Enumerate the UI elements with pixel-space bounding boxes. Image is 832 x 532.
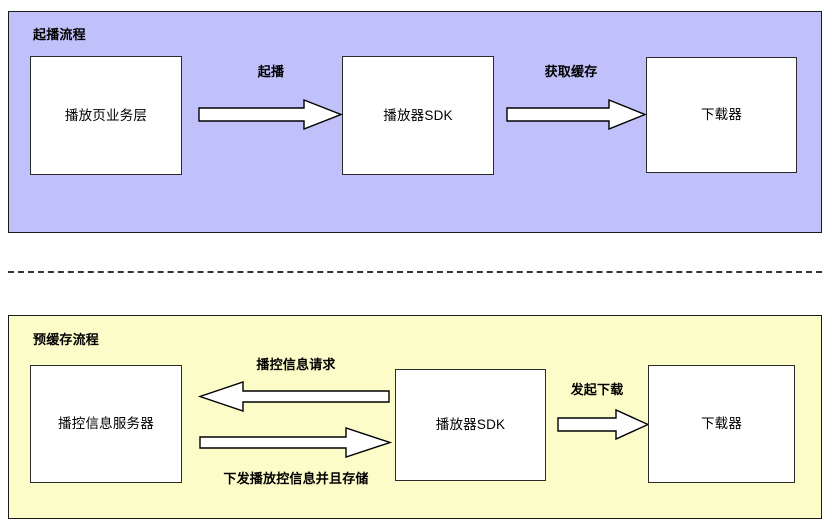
- section-divider: [8, 271, 822, 273]
- edge-label-start-playback: 起播: [257, 64, 285, 79]
- node-label-player-page-business-layer: 播放页业务层: [64, 107, 148, 123]
- node-player-page-business-layer[interactable]: 播放页业务层: [30, 56, 182, 175]
- edge-label-playback-control-request: 播控信息请求: [256, 357, 336, 372]
- arrow-initiate-download: [557, 408, 650, 441]
- arrow-deliver-and-store: [198, 426, 393, 459]
- node-player-sdk-bottom[interactable]: 播放器SDK: [395, 369, 546, 481]
- node-label-downloader-top: 下载器: [700, 107, 743, 122]
- arrow-fetch-cache: [506, 98, 647, 131]
- node-playback-control-info-server[interactable]: 播控信息服务器: [30, 365, 182, 483]
- arrow-playback-control-request: [197, 380, 390, 413]
- edge-label-fetch-cache: 获取缓存: [544, 64, 598, 79]
- node-downloader-top[interactable]: 下载器: [646, 57, 797, 173]
- node-player-sdk-top[interactable]: 播放器SDK: [342, 56, 494, 175]
- edge-label-initiate-download: 发起下载: [570, 382, 624, 397]
- region-title-precache-flow: 预缓存流程: [33, 332, 100, 347]
- node-label-playback-control-info-server: 播控信息服务器: [58, 416, 154, 431]
- arrow-start-playback: [198, 98, 343, 131]
- node-label-downloader-bottom: 下载器: [700, 416, 743, 431]
- region-title-playback-start-flow: 起播流程: [33, 27, 86, 42]
- node-label-player-sdk-bottom: 播放器SDK: [435, 417, 506, 432]
- edge-label-deliver-and-store: 下发播放控信息并且存储: [223, 471, 369, 486]
- node-label-player-sdk-top: 播放器SDK: [383, 107, 453, 123]
- node-downloader-bottom[interactable]: 下载器: [648, 365, 795, 483]
